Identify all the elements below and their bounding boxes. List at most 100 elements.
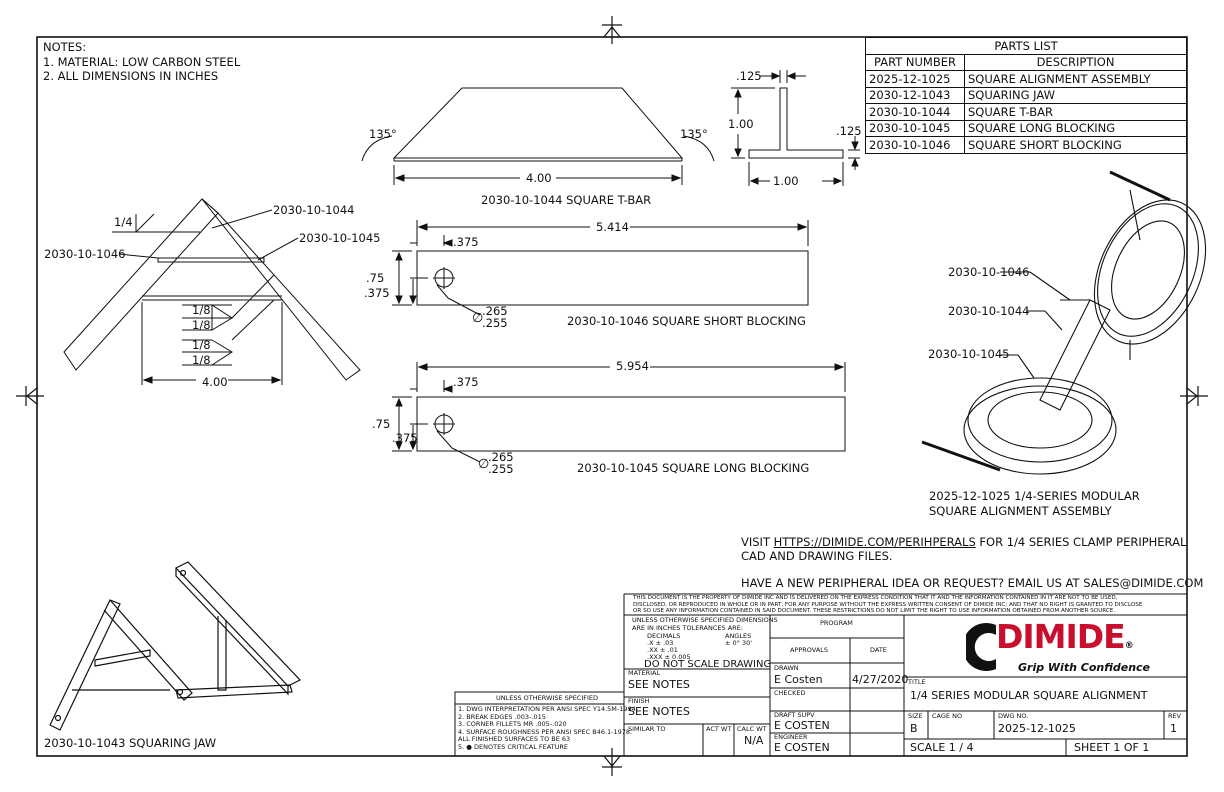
short-height: .75 xyxy=(366,271,385,285)
drawing-title: 1/4 SERIES MODULAR SQUARE ALIGNMENT xyxy=(910,689,1148,702)
tbar-end-view xyxy=(731,70,860,186)
assembly-label-1045: 2030-10-1045 xyxy=(928,347,1010,361)
weld-size-b2: 1/8 xyxy=(192,353,211,367)
parts-header-description: DESCRIPTION xyxy=(964,53,1187,71)
short-dia-symbol: ∅ xyxy=(472,311,484,326)
visit-prefix: VISIT xyxy=(741,535,774,549)
assembly-caption-1: 2025-12-1025 1/4-SERIES MODULAR xyxy=(929,489,1140,503)
material-label: MATERIAL xyxy=(628,669,661,677)
long-hole-x: .375 xyxy=(453,375,479,389)
assembly-label-1044: 2030-10-1044 xyxy=(948,304,1030,318)
general-note-4b: ALL FINISHED SURFACES TO BE 63 xyxy=(458,735,571,743)
program-label: PROGRAM xyxy=(820,619,853,627)
short-length: 5.414 xyxy=(596,220,629,234)
visit-link[interactable]: HTTPS://DIMIDE.COM/PERIHPERALS xyxy=(773,535,976,549)
weld-size-top: 1/4 xyxy=(114,215,133,229)
note-1: 1. MATERIAL: LOW CARBON STEEL xyxy=(43,55,241,69)
tbar-width: 1.00 xyxy=(773,174,799,188)
tbar-length: 4.00 xyxy=(526,171,552,185)
size-label: SIZE xyxy=(908,712,923,720)
weld-size-a1: 1/8 xyxy=(192,303,211,317)
long-dia-min: .255 xyxy=(488,462,514,476)
visit-line: VISIT HTTPS://DIMIDE.COM/PERIHPERALS FOR… xyxy=(741,535,1186,549)
actwt-label: ACT WT xyxy=(706,725,732,733)
short-blocking-view xyxy=(392,220,809,316)
finish-value: SEE NOTES xyxy=(628,705,690,718)
general-note-4: 4. SURFACE ROUGHNESS PER ANSI SPEC B46.1… xyxy=(458,727,633,736)
long-dia-symbol: ∅ xyxy=(478,457,490,472)
general-note-2: 2. BREAK EDGES .003-.015 xyxy=(458,712,546,721)
part-description: SQUARE LONG BLOCKING xyxy=(964,119,1187,137)
drawn-date: 4/27/2020 xyxy=(852,673,909,686)
note-2: 2. ALL DIMENSIONS IN INCHES xyxy=(43,69,219,83)
engineer-value: E COSTEN xyxy=(774,741,830,754)
jaw-iso-caption: 2030-10-1043 SQUARING JAW xyxy=(44,736,217,750)
weld-label-1044: 2030-10-1044 xyxy=(273,203,355,217)
weld-size-b1: 1/8 xyxy=(192,338,211,352)
title-block-lines xyxy=(454,593,1187,757)
legal-line-1: THIS DOCUMENT IS THE PROPERTY OF DIMIDE … xyxy=(633,595,1118,601)
no-scale-note: DO NOT SCALE DRAWING xyxy=(644,659,772,670)
part-number: 2030-12-1043 xyxy=(865,86,965,104)
tol-angles: ANGLES xyxy=(725,632,752,640)
general-note-5: 5. ● DENOTES CRITICAL FEATURE xyxy=(458,742,569,751)
part-number: 2030-10-1046 xyxy=(865,136,965,154)
part-description: SQUARING JAW xyxy=(964,86,1187,104)
long-dia-max: .265 xyxy=(488,450,514,464)
calcwt-label: CALC WT xyxy=(737,725,767,733)
part-number: 2025-12-1025 xyxy=(865,70,965,88)
long-height: .75 xyxy=(372,417,391,431)
tol-line-1: UNLESS OTHERWISE SPECIFIED DIMENSIONS xyxy=(632,616,778,624)
drawn-value: E Costen xyxy=(774,673,823,686)
long-caption: 2030-10-1045 SQUARE LONG BLOCKING xyxy=(577,461,810,475)
part-description: SQUARE SHORT BLOCKING xyxy=(964,136,1187,154)
legal-line-3: OR SO USE ANY INFORMATION CONTAINED IN S… xyxy=(633,608,1116,615)
tol-d3: .XXX ± 0.005 xyxy=(647,653,691,661)
similar-label: SIMILAR TO xyxy=(628,725,666,733)
cage-label: CAGE NO xyxy=(932,712,963,720)
assembly-label-1046: 2030-10-1046 xyxy=(948,265,1030,279)
tbar-side-view xyxy=(361,87,715,185)
jaw-iso-view xyxy=(49,561,301,731)
size-value: B xyxy=(910,722,918,735)
weld-label-1046: 2030-10-1046 xyxy=(44,247,126,261)
tol-a1: ± 0° 30' xyxy=(725,639,753,647)
logo-brand-text: DIMIDE xyxy=(996,617,1126,656)
general-note-1: 1. DWG INTERPRETATION PER ANSI SPEC Y14.… xyxy=(458,705,636,713)
general-notes-heading: UNLESS OTHERWISE SPECIFIED xyxy=(496,694,599,702)
material-value: SEE NOTES xyxy=(628,678,690,691)
dimide-logo: DIMIDE® Grip With Confidence xyxy=(966,617,1150,675)
date-label: DATE xyxy=(870,646,887,654)
parts-list-title: PARTS LIST xyxy=(865,37,1187,55)
scale-value: SCALE 1 / 4 xyxy=(910,741,974,754)
tbar-angle-right: 135° xyxy=(680,127,708,141)
logo-reg: ® xyxy=(1124,641,1134,651)
rev-value: 1 xyxy=(1170,722,1177,735)
rev-label: REV xyxy=(1168,712,1182,720)
assembly-caption-2: SQUARE ALIGNMENT ASSEMBLY xyxy=(929,504,1112,518)
part-description: SQUARE T-BAR xyxy=(964,103,1187,121)
weld-size-a2: 1/8 xyxy=(192,318,211,332)
short-hole-y: .375 xyxy=(364,286,390,300)
weld-width: 4.00 xyxy=(202,375,228,389)
tbar-caption: 2030-10-1044 SQUARE T-BAR xyxy=(481,193,652,207)
part-description: SQUARE ALIGNMENT ASSEMBLY xyxy=(964,70,1187,88)
long-length: 5.954 xyxy=(616,359,649,373)
engineer-label: ENGINEER xyxy=(774,733,808,741)
part-number: 2030-10-1045 xyxy=(865,119,965,137)
tol-d2: .XX ± .01 xyxy=(647,646,678,654)
approvals-label: APPROVALS xyxy=(790,646,829,654)
finish-label: FINISH xyxy=(628,697,650,705)
tbar-thickness-side: .125 xyxy=(836,124,862,138)
parts-header-number: PART NUMBER xyxy=(865,53,965,71)
visit-suffix: FOR 1/4 SERIES CLAMP PERIPHERAL xyxy=(975,535,1187,549)
assembly-iso-view xyxy=(921,170,1207,475)
checked-label: CHECKED xyxy=(774,689,806,697)
short-caption: 2030-10-1046 SQUARE SHORT BLOCKING xyxy=(567,314,806,328)
